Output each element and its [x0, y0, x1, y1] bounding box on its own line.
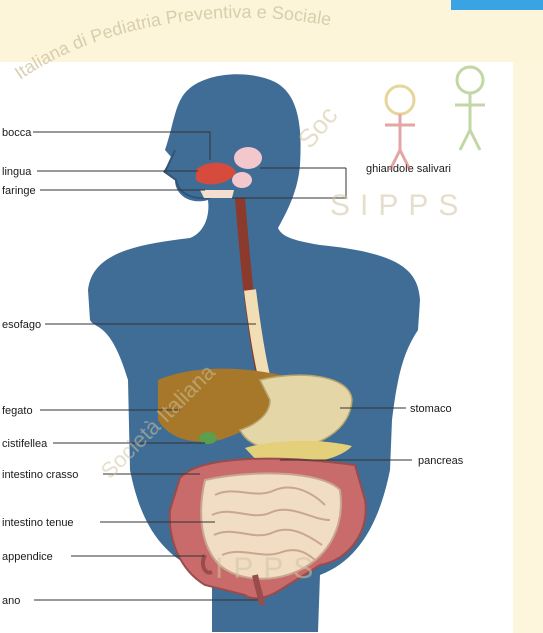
svg-text:IPPS: IPPS: [215, 552, 323, 585]
watermark-children-drawing: [385, 67, 485, 170]
label-ano: ano: [2, 595, 20, 607]
label-intestino-tenue: intestino tenue: [2, 517, 74, 529]
label-intestino-crasso: intestino crasso: [2, 469, 78, 481]
watermark-overlay: Italiana di Pediatria Preventiva e Socia…: [0, 0, 543, 220]
label-esofago: esofago: [2, 319, 41, 331]
gallbladder-shape: [199, 432, 217, 444]
label-pancreas: pancreas: [418, 455, 464, 467]
label-stomaco: stomaco: [410, 403, 452, 415]
watermark-arc-text: Italiana di Pediatria Preventiva e Socia…: [11, 2, 333, 84]
label-fegato: fegato: [2, 405, 33, 417]
label-appendice: appendice: [2, 551, 53, 563]
label-cistifellea: cistifellea: [2, 438, 48, 450]
